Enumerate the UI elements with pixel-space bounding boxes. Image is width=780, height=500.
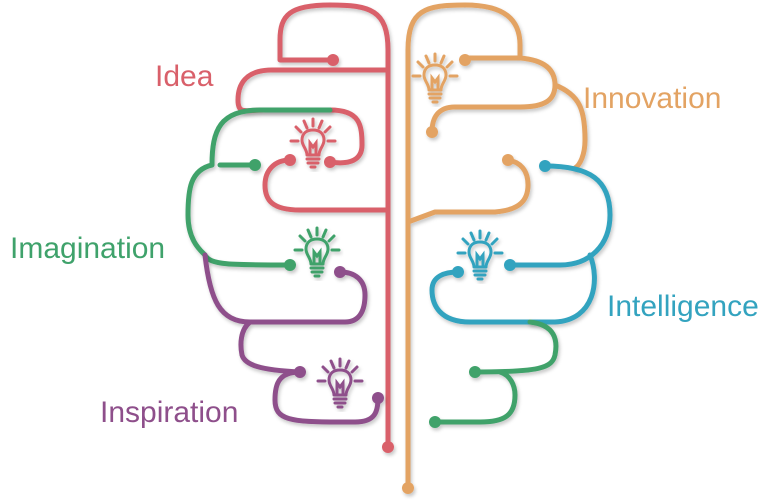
lightbulb-base	[472, 269, 488, 281]
lightbulb-ray	[469, 231, 476, 242]
innovation-trunk-end-dot	[402, 482, 414, 494]
label-idea: Idea	[155, 60, 214, 93]
inspiration-lower-path	[238, 319, 303, 375]
lower-right-branch	[429, 319, 559, 428]
label-imagination: Imagination	[10, 232, 165, 265]
imagination-outer-path	[185, 107, 333, 268]
lightbulb-glass	[304, 237, 330, 266]
intelligence-end-dot	[504, 259, 516, 271]
idea-hook-dot	[284, 154, 296, 166]
intelligence-inner-dot	[452, 266, 464, 278]
lightbulb-ray	[461, 237, 470, 246]
lightbulb-ray	[321, 365, 330, 374]
innovation-hook-dot	[502, 154, 514, 166]
lightbulb-ray	[294, 125, 303, 134]
lightbulb-glass	[327, 368, 353, 397]
lightbulb-icon	[289, 117, 337, 169]
innovation-branch	[402, 2, 588, 494]
idea-trunk-path	[277, 2, 391, 450]
inspiration-bottom-path	[272, 369, 381, 425]
imagination-inner-dot	[249, 159, 261, 171]
innovation-trunk-path	[405, 2, 523, 491]
lightbulb-ray	[344, 359, 351, 370]
lightbulb-ray	[327, 234, 336, 243]
lightbulb-ray	[323, 125, 332, 134]
inspiration-top-dot	[334, 266, 346, 278]
inspiration-branch	[202, 252, 384, 425]
lightbulb-ray	[445, 60, 454, 69]
intelligence-branch	[429, 160, 613, 325]
innovation-hook-path	[405, 157, 531, 225]
lightbulb-base	[427, 92, 443, 104]
intelligence-lower-path	[429, 252, 597, 325]
inspiration-path	[202, 252, 368, 325]
inspiration-right-dot	[372, 392, 384, 404]
lightbulb-filament	[308, 138, 318, 156]
label-inspiration: Inspiration	[100, 396, 238, 429]
lightbulb-ray	[490, 237, 499, 246]
lightbulb-filament	[430, 73, 440, 91]
intelligence-start-dot	[539, 160, 551, 172]
lightbulb-base	[309, 266, 325, 278]
lightbulb-glass	[422, 63, 448, 92]
lightbulb-filament	[312, 247, 322, 265]
label-innovation: Innovation	[583, 82, 721, 115]
lightbulb-filament	[335, 378, 345, 396]
lightbulb-ray	[484, 231, 491, 242]
lightbulb-glass	[467, 240, 493, 269]
lightbulb-ray	[329, 359, 336, 370]
lightbulb-ray	[424, 54, 431, 65]
innovation-upper-dot	[459, 54, 471, 66]
intelligence-outer-path	[507, 163, 613, 268]
lightbulb-icon	[293, 226, 341, 278]
imagination-end-dot	[284, 259, 296, 271]
lower-right-mid-dot	[469, 366, 481, 378]
idea-upper-dot	[327, 54, 339, 66]
idea-trunk-end-dot	[382, 441, 394, 453]
lightbulb-ray	[306, 228, 313, 239]
lower-right-path	[472, 319, 559, 375]
imagination-branch	[185, 107, 333, 271]
lightbulb-icon	[411, 52, 459, 104]
lightbulb-ray	[439, 54, 446, 65]
innovation-loop-path	[429, 55, 558, 135]
lower-right-end-dot	[429, 416, 441, 428]
lightbulb-ray	[298, 234, 307, 243]
innovation-inner-dot	[426, 126, 438, 138]
lightbulb-ray	[302, 119, 309, 130]
lightbulb-icon	[316, 357, 364, 409]
lightbulb-filament	[475, 250, 485, 268]
lightbulb-glass	[300, 128, 326, 157]
lightbulb-ray	[321, 228, 328, 239]
lightbulb-ray	[350, 365, 359, 374]
label-intelligence: Intelligence	[607, 290, 759, 323]
lightbulb-base	[332, 397, 348, 409]
lightbulb-icon	[456, 229, 504, 281]
innovation-mid-path	[552, 82, 588, 171]
idea-hook-path	[262, 157, 391, 213]
lightbulb-ray	[317, 119, 324, 130]
lightbulb-ray	[416, 60, 425, 69]
lower-right-bottom-path	[432, 369, 518, 425]
idea-inner-dot	[324, 156, 336, 168]
lightbulb-base	[305, 157, 321, 169]
